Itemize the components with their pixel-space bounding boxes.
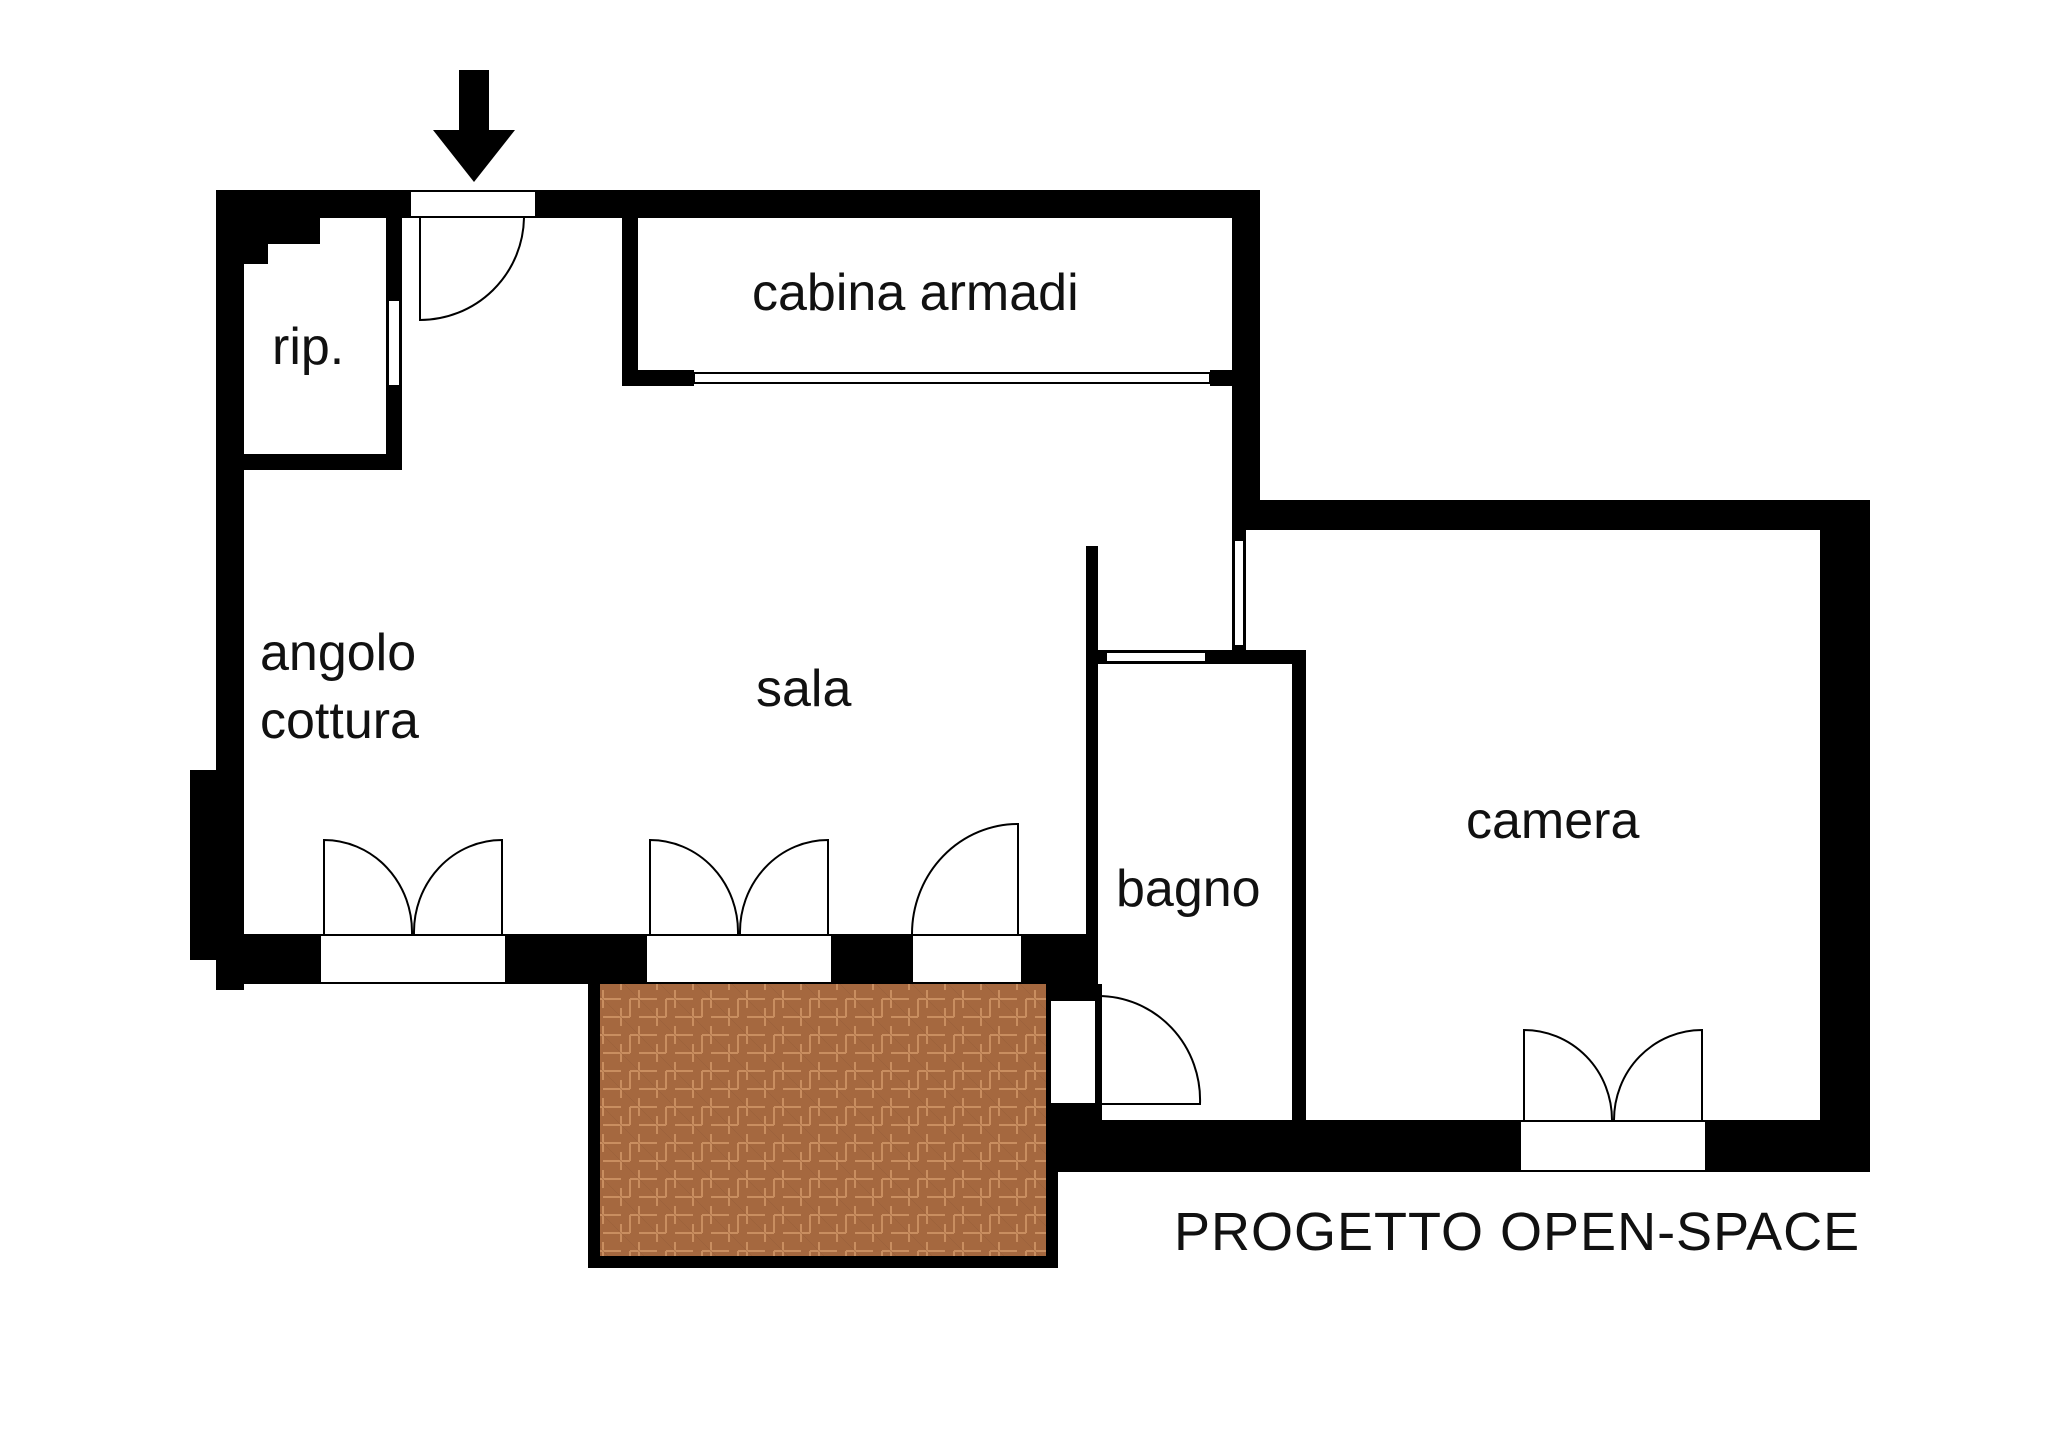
terrace <box>588 970 1058 1268</box>
down-arrow-icon <box>433 70 515 182</box>
room-label-bagno: bagno <box>1116 860 1261 918</box>
room-label-cabina-armadi: cabina armadi <box>752 264 1079 322</box>
room-label-camera: camera <box>1466 792 1639 850</box>
room-label-rip: rip. <box>272 318 344 376</box>
room-label-angolo: angolo <box>260 624 416 682</box>
plan-title: PROGETTO OPEN-SPACE <box>1174 1202 1860 1262</box>
openings <box>319 190 1707 1172</box>
room-label-cottura: cottura <box>260 692 419 750</box>
room-label-sala: sala <box>756 660 851 718</box>
door-swings <box>323 217 1703 1121</box>
